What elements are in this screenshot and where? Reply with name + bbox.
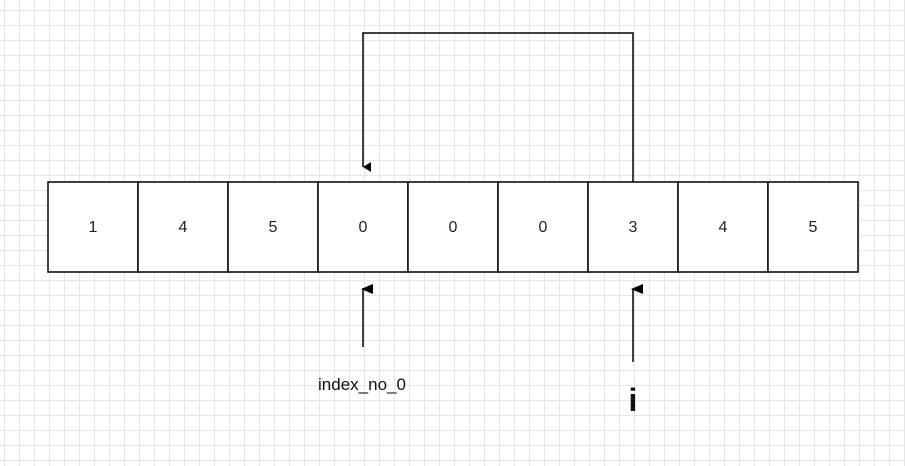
array-cell-value: 5 (269, 219, 278, 236)
array-cell-value: 0 (359, 219, 368, 236)
array-cell: 0 (497, 181, 589, 273)
array-cell-value: 0 (449, 219, 458, 236)
array-cell-value: 3 (629, 219, 638, 236)
index-pointer-label: index_no_0 (318, 375, 406, 394)
array-cell: 1 (47, 181, 139, 273)
array-cell: 5 (227, 181, 319, 273)
array-cell: 4 (137, 181, 229, 273)
array-cells: 1 4 5 0 0 0 3 4 (47, 181, 859, 273)
array-cell: 3 (587, 181, 679, 273)
array-cell: 5 (767, 181, 859, 273)
array-cell: 0 (317, 181, 409, 273)
array-cell: 4 (677, 181, 769, 273)
array-cell-value: 1 (89, 219, 98, 236)
array-cell-value: 4 (179, 219, 188, 236)
swap-connector-arrow (362, 32, 634, 182)
i-pointer-label: i (629, 382, 638, 418)
array-cell-value: 4 (719, 219, 728, 236)
array-cell-value: 5 (809, 219, 818, 236)
array-cell-value: 0 (539, 219, 548, 236)
array-cell: 0 (407, 181, 499, 273)
